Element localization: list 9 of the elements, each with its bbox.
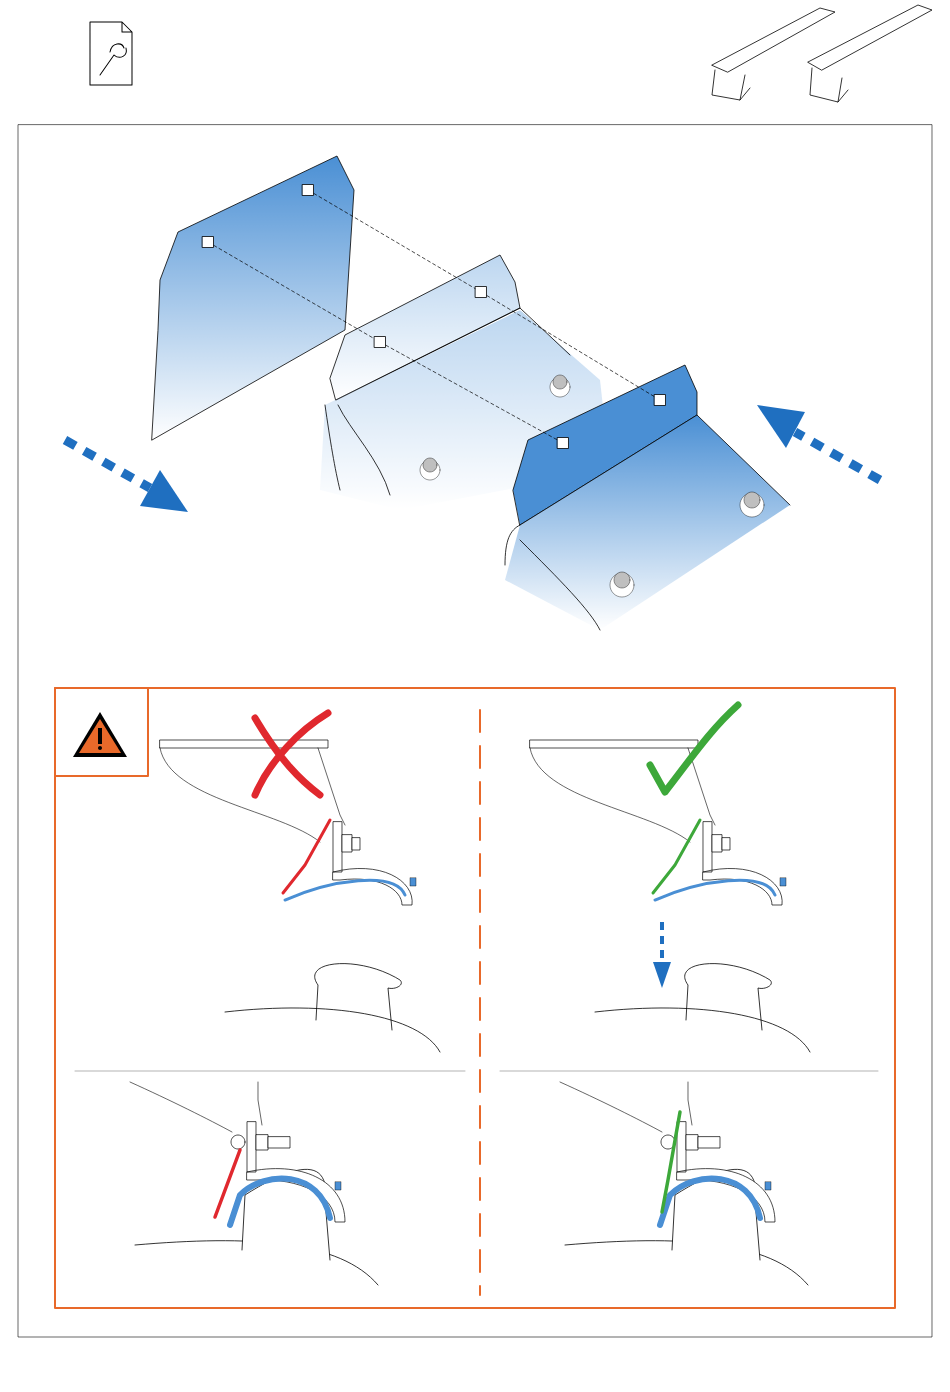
alignment-line xyxy=(486,295,655,397)
square-hole xyxy=(302,184,314,196)
alignment-line xyxy=(213,245,375,339)
square-hole xyxy=(557,437,569,449)
square-hole xyxy=(202,236,214,248)
square-hole xyxy=(475,286,487,298)
square-hole xyxy=(654,394,666,406)
square-hole xyxy=(374,336,386,348)
alignment-line xyxy=(313,193,476,289)
